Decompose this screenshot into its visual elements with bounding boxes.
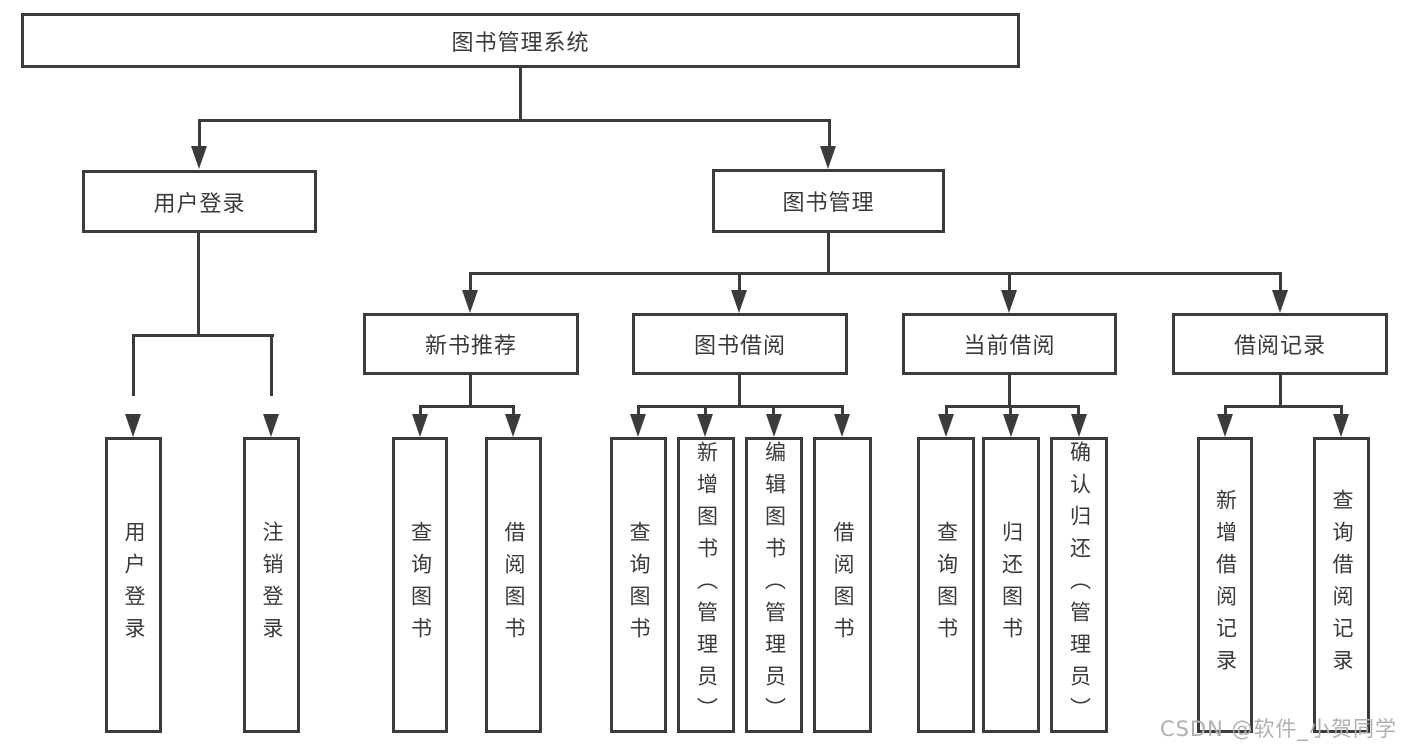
arrowhead-icon: [1217, 414, 1233, 437]
connector-line: [469, 272, 1282, 275]
leaf-add-books-admin: 新增图书（管理员）: [677, 437, 735, 733]
connector-line: [772, 405, 775, 417]
leaf-borrow-books-recommend: 借阅图书: [485, 437, 542, 733]
leaf-add-borrow-record: 新增借阅记录: [1197, 437, 1253, 733]
arrowhead-icon: [1272, 290, 1288, 313]
leaf-query-books-recommend: 查询图书: [392, 437, 448, 733]
arrowhead-icon: [697, 414, 713, 437]
arrowhead-icon: [462, 290, 478, 313]
leaf-confirm-return-admin: 确认归还（管理员）: [1050, 437, 1108, 733]
connector-line: [419, 405, 422, 417]
leaf-borrow-books: 借阅图书: [813, 437, 872, 733]
leaf-logout: 注销登录: [243, 437, 300, 733]
leaf-user-login: 用户登录: [105, 437, 162, 733]
connector-line: [738, 272, 741, 292]
connector-line: [1340, 405, 1343, 417]
connector-line: [637, 405, 844, 408]
leaf-query-books-current: 查询图书: [917, 437, 975, 733]
connector-line: [1008, 272, 1011, 292]
connector-line: [469, 375, 472, 408]
arrowhead-icon: [1001, 290, 1017, 313]
arrowhead-icon: [1003, 414, 1019, 437]
connector-line: [1224, 405, 1343, 408]
connector-line: [270, 334, 273, 396]
arrowhead-icon: [191, 146, 207, 169]
arrowhead-icon: [412, 414, 428, 437]
leaf-query-books-borrowing: 查询图书: [610, 437, 667, 733]
connector-line: [1008, 375, 1011, 408]
connector-line: [1279, 272, 1282, 292]
leaf-edit-books-admin: 编辑图书（管理员）: [745, 437, 803, 733]
connector-line: [841, 405, 844, 417]
watermark: CSDN @软件_小贺同学: [1159, 717, 1397, 741]
arrowhead-icon: [766, 414, 782, 437]
connector-line: [1077, 405, 1080, 417]
arrowhead-icon: [505, 414, 521, 437]
connector-line: [198, 119, 201, 149]
leaf-query-borrow-record: 查询借阅记录: [1313, 437, 1370, 733]
connector-line: [827, 233, 830, 273]
connector-line: [637, 405, 640, 417]
connector-line: [469, 272, 472, 292]
connector-line: [704, 405, 707, 417]
node-new-book-recommendation: 新书推荐: [363, 313, 579, 375]
arrowhead-icon: [630, 414, 646, 437]
node-user-login: 用户登录: [82, 170, 317, 233]
connector-line: [519, 68, 522, 120]
connector-line: [828, 119, 831, 149]
leaf-return-books: 归还图书: [982, 437, 1040, 733]
arrowhead-icon: [834, 414, 850, 437]
arrowhead-icon: [1071, 414, 1087, 437]
connector-line: [512, 405, 515, 417]
arrowhead-icon: [731, 290, 747, 313]
connector-line: [945, 405, 1080, 408]
arrowhead-icon: [938, 414, 954, 437]
connector-line: [132, 334, 135, 396]
node-book-management: 图书管理: [712, 169, 945, 233]
connector-line: [198, 119, 831, 122]
connector-line: [1009, 405, 1012, 417]
connector-line: [738, 375, 741, 408]
connector-line: [197, 233, 200, 335]
node-current-borrowing: 当前借阅: [902, 313, 1117, 375]
connector-line: [132, 334, 274, 337]
node-book-borrowing: 图书借阅: [632, 313, 848, 375]
arrowhead-icon: [1333, 414, 1349, 437]
arrowhead-icon: [263, 414, 279, 437]
connector-line: [945, 405, 948, 417]
connector-line: [1279, 375, 1282, 408]
arrowhead-icon: [820, 146, 836, 169]
node-borrowing-records: 借阅记录: [1172, 313, 1388, 375]
arrowhead-icon: [125, 414, 141, 437]
connector-line: [419, 405, 515, 408]
node-library-management-system: 图书管理系统: [21, 13, 1020, 68]
connector-line: [1224, 405, 1227, 417]
